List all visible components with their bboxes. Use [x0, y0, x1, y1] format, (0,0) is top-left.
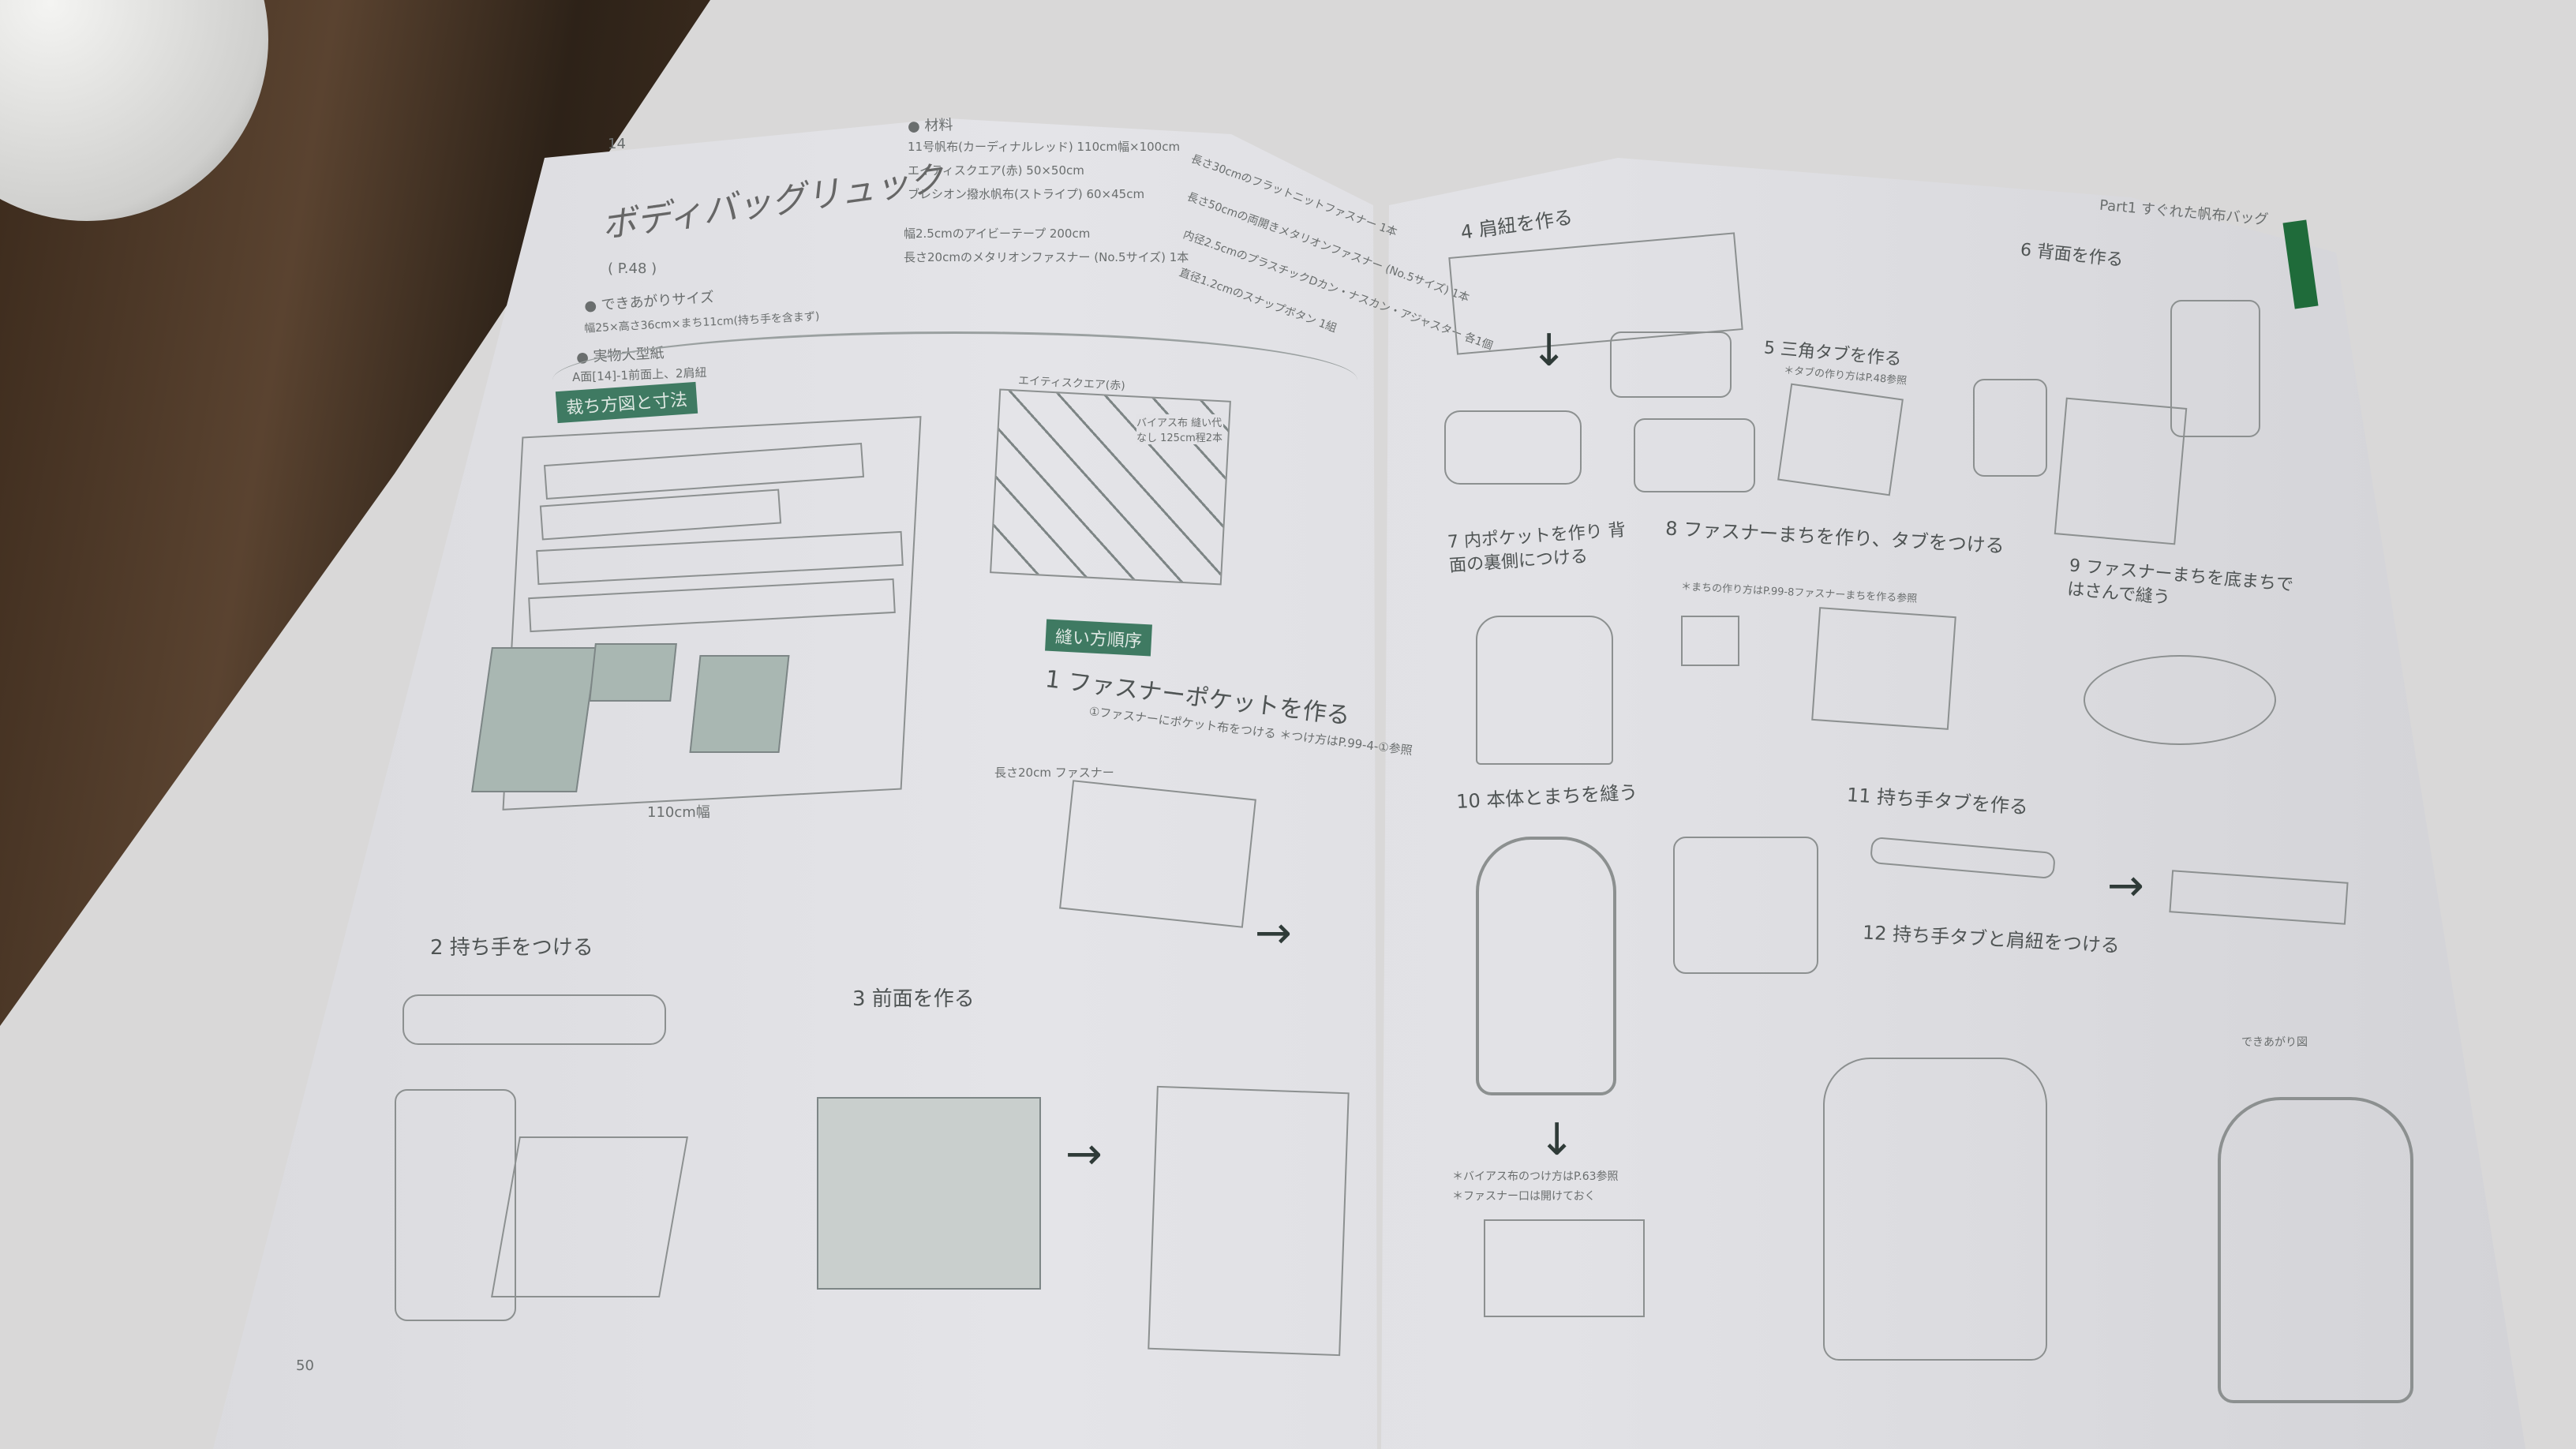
arrow-down-icon: →: [1523, 331, 1575, 368]
detail-inset: [1673, 837, 1818, 974]
step-3-heading: 3 前面を作る: [852, 987, 975, 1011]
body-gusset-diagram: [1476, 837, 1616, 1095]
gusset-sew-diagram: [2084, 655, 2276, 745]
body-bias-diagram: [1484, 1219, 1645, 1317]
zipper-gusset-diagram: [1811, 607, 1956, 730]
detail-inset: [1634, 418, 1755, 492]
back-pocket-diagram: [2054, 397, 2188, 545]
step-2-heading: 2 持ち手をつける: [430, 936, 593, 960]
material-item: 長さ20cmのメタリオンファスナー (No.5サイズ) 1本: [904, 250, 1189, 264]
backpack-back-diagram: [1823, 1058, 2047, 1361]
handle-diagram: [402, 994, 666, 1045]
zipper-length-label: 長さ20cm ファスナー: [994, 766, 1114, 780]
finished-backpack-diagram: [2218, 1097, 2413, 1403]
pattern-piece-front: [471, 647, 597, 792]
front-assembly-diagram: [817, 1097, 1041, 1290]
step-10-note: ＊ファスナー口は開けておく: [1452, 1190, 1596, 1203]
pattern-number: 14: [608, 136, 626, 152]
detail-inset: [1973, 379, 2047, 477]
front-top-diagram: [491, 1136, 688, 1297]
material-item: 幅2.5cmのアイビーテープ 200cm: [904, 227, 1091, 241]
page-number: 50: [296, 1357, 314, 1374]
material-item: 11号帆布(カーディナルレッド) 110cm幅×100cm: [908, 140, 1181, 154]
handle-detail-diagram: [395, 1089, 516, 1321]
cutting-width-label: 110cm幅: [647, 804, 710, 821]
front-finished-diagram: [1148, 1085, 1350, 1357]
material-item: ブレシオン撥水帆布(ストライプ) 60×45cm: [908, 187, 1145, 201]
inner-pocket-diagram: [1476, 616, 1613, 765]
materials-label: ● 材料: [907, 117, 953, 135]
triangle-tab-diagram: [1777, 383, 1904, 496]
zipper-pocket-diagram: [1059, 780, 1256, 928]
sewing-order-badge: 縫い方順序: [1045, 619, 1152, 657]
divider-curve: [552, 331, 1357, 429]
tab-fold-diagram: [1681, 616, 1739, 666]
detail-inset: [1610, 331, 1732, 398]
arrow-down-icon: →: [1531, 1120, 1583, 1157]
strap-tape-diagram: [1444, 410, 1582, 485]
arrow-right-icon: →: [2107, 860, 2144, 912]
page-ref: ( P.48 ): [608, 260, 657, 277]
pattern-piece: [589, 643, 677, 702]
arrow-right-icon: →: [1255, 908, 1292, 959]
detail-inset: [2170, 300, 2260, 437]
bias-note: バイアス布 縫い代なし 125cm程2本: [1136, 414, 1223, 444]
step-10-note: ＊バイアス布のつけ方はP.63参照: [1452, 1170, 1619, 1183]
arrow-right-icon: →: [1065, 1129, 1103, 1180]
material-item: エイティスクエア(赤) 50×50cm: [908, 163, 1084, 178]
finished-label: できあがり図: [2241, 1036, 2308, 1049]
pattern-piece: [689, 655, 790, 753]
